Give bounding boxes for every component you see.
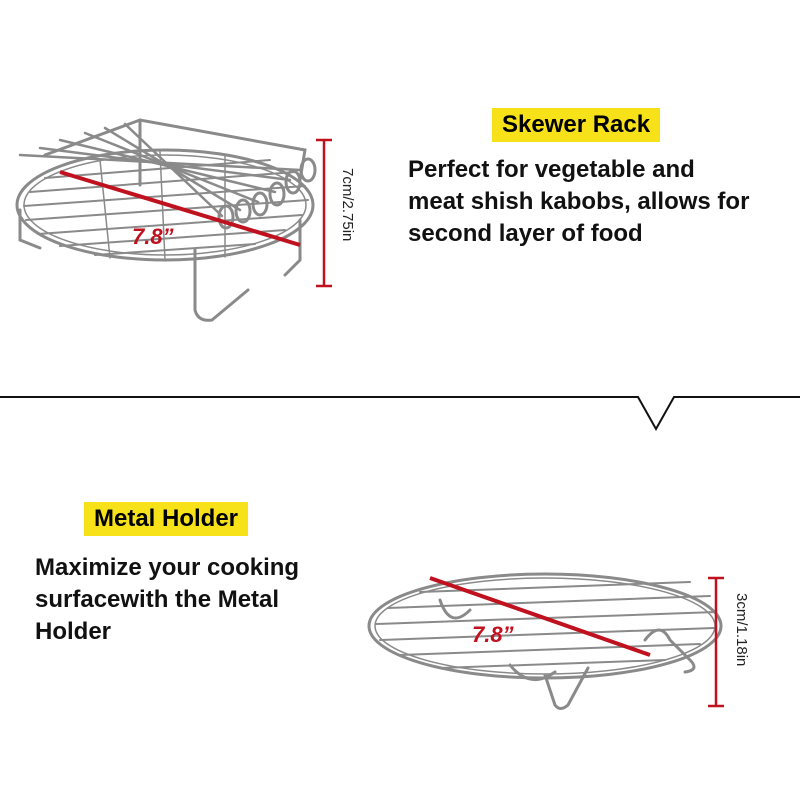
skewer-rack-desc-line-2: meat shish kabobs, allows for: [408, 188, 750, 215]
metal-holder-desc-line-2: surfacewith the Metal: [35, 586, 280, 613]
metal-holder-desc-line-1: Maximize your cooking: [35, 554, 300, 581]
metal-holder-image: 7.8”: [367, 572, 724, 710]
metal-holder-title: Metal Holder: [84, 502, 249, 536]
skewer-rack-title: Skewer Rack: [492, 108, 661, 142]
divider-arrow-icon: [0, 396, 800, 432]
skewer-rack-diameter: 7.8”: [132, 224, 174, 249]
skewer-rack-description: Perfect for vegetable and meat shish kab…: [408, 154, 793, 250]
metal-holder-desc-line-3: Holder: [35, 618, 112, 645]
metal-holder-description: Maximize your cooking surfacewith the Me…: [35, 552, 355, 648]
skewer-rack-desc-line-1: Perfect for vegetable and: [408, 156, 695, 183]
skewer-rack-desc-line-3: second layer of food: [408, 220, 643, 247]
skewer-rack-height-label: 7cm/2.75in: [339, 168, 356, 242]
metal-holder-diameter: 7.8”: [472, 622, 514, 647]
metal-holder-height-label: 3cm/1.18in: [733, 593, 750, 667]
skewer-rack-image: 7.8”: [15, 118, 332, 322]
